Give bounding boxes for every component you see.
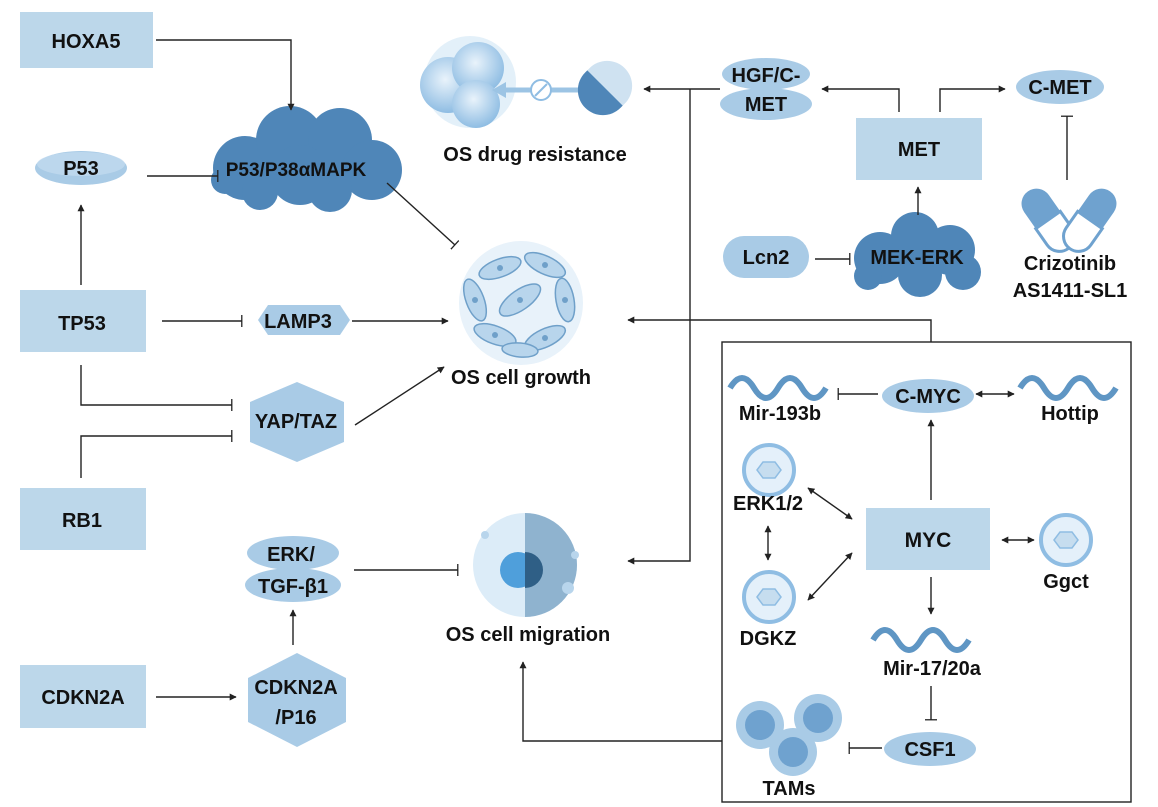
drug-resistance-label: OS drug resistance	[443, 144, 626, 166]
mir193b-rna-wave-icon	[727, 375, 829, 401]
mir17-rna-wave-icon	[870, 627, 972, 653]
yap-taz-hexagon	[250, 382, 344, 462]
cdkn2a-p16-label-1: CDKN2A	[254, 677, 337, 699]
hoxa5-box	[20, 12, 153, 68]
node-ellipses	[35, 58, 1104, 766]
hoxa5-label: HOXA5	[52, 31, 121, 53]
cancer-cells-icon	[420, 36, 516, 128]
csf1-ellipse	[884, 732, 976, 766]
cdkn2a-label: CDKN2A	[41, 687, 124, 709]
cmet-label: C-MET	[1028, 77, 1091, 99]
ggct-label: Ggct	[1043, 571, 1089, 593]
erk-tgf-label-2: TGF-β1	[258, 576, 328, 598]
p53-label: P53	[63, 158, 99, 180]
rb1-box	[20, 488, 146, 550]
connectors	[77, 39, 1073, 754]
tams-macrophage-cells-icon	[736, 694, 842, 776]
ggct-protein-cell-icon	[1039, 513, 1093, 567]
erk12-label: ERK1/2	[733, 493, 803, 515]
erk-tgf-label-1: ERK/	[267, 544, 315, 566]
dgkz-protein-cell-icon	[742, 570, 796, 624]
node-boxes	[20, 12, 990, 728]
p53-p38-label: P53/P38αMAPK	[226, 160, 367, 181]
met-box	[856, 118, 982, 180]
hottip-label: Hottip	[1041, 403, 1099, 425]
erk12-protein-cell-icon	[742, 443, 796, 497]
cmyc-label: C-MYC	[895, 386, 961, 408]
node-hexagons	[248, 305, 350, 747]
cdkn2a-p16-label-2: /P16	[275, 707, 316, 729]
lamp3-hexagon	[258, 305, 350, 335]
mir17-label: Mir-17/20a	[883, 658, 982, 680]
hgf-ellipse-top	[722, 58, 810, 90]
csf1-label: CSF1	[904, 739, 955, 761]
pill-capsule-icon	[577, 60, 633, 116]
dgkz-label: DGKZ	[740, 628, 797, 650]
crossed-circle-icon	[530, 79, 552, 101]
hgf-label-2: MET	[745, 94, 787, 116]
double-capsule-icon	[1021, 188, 1117, 253]
cmyc-ellipse	[882, 379, 974, 413]
tp53-box	[20, 290, 146, 352]
cell-migration-label: OS cell migration	[446, 624, 610, 646]
cdkn2a-p16-hexagon	[248, 653, 346, 747]
cell-cluster-icon	[459, 241, 583, 365]
myc-label: MYC	[905, 529, 952, 552]
migrating-cell-icon	[473, 513, 579, 617]
mir193b-label: Mir-193b	[739, 403, 821, 425]
tp53-label: TP53	[58, 313, 106, 335]
crizotinib-label: Crizotinib	[1024, 253, 1116, 275]
rb1-label: RB1	[62, 510, 102, 532]
cdkn2a-box	[20, 665, 146, 728]
hottip-rna-wave-icon	[1017, 375, 1119, 401]
met-label: MET	[898, 139, 940, 161]
lcn2-label: Lcn2	[743, 247, 790, 269]
myc-pathway-frame	[721, 341, 1132, 803]
p53-p38-cloud	[211, 106, 402, 212]
hgf-label-1: HGF/C-	[732, 65, 801, 87]
erk-tgf-ellipse-top	[247, 536, 339, 570]
yap-taz-label: YAP/TAZ	[255, 411, 337, 433]
mek-erk-label: MEK-ERK	[870, 247, 964, 269]
cell-growth-label: OS cell growth	[451, 367, 591, 389]
tams-label: TAMs	[763, 778, 816, 800]
cmet-ellipse	[1016, 70, 1104, 104]
as1411-label: AS1411-SL1	[1013, 280, 1128, 302]
erk-tgf-ellipse-bottom	[245, 568, 341, 602]
lcn2-pill	[723, 236, 809, 278]
hgf-ellipse-bottom	[720, 88, 812, 120]
labels: HOXA5 P53 P53/P38αMAPK TP53 LAMP3 YAP/TA…	[41, 31, 1127, 800]
lamp3-label: LAMP3	[264, 311, 332, 333]
mek-erk-cloud	[854, 212, 981, 297]
myc-box	[866, 508, 990, 570]
